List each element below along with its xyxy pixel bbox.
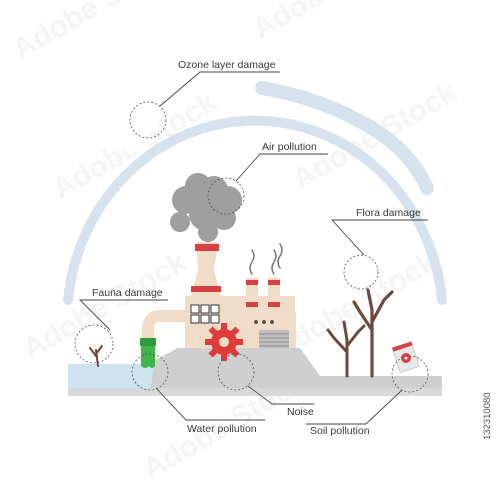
watermark-text: Adobe Stock: [7, 0, 183, 66]
gear-icon: [205, 323, 243, 361]
label-water-pollution: Water pollution: [187, 423, 257, 435]
stock-id: 132310080: [482, 392, 493, 440]
fauna-leader: [78, 299, 168, 331]
label-flora-damage: Flora damage: [356, 207, 421, 219]
toxic-discharge: [140, 338, 156, 368]
watermark-text: Adobe Stock: [17, 246, 193, 366]
ozone-layer-arc: [63, 115, 447, 305]
thin-smoke: [249, 243, 283, 275]
fauna-highlight: [74, 324, 114, 364]
label-air-pollution: Air pollution: [262, 141, 317, 153]
leader-lines: [78, 71, 428, 425]
factory-icon: [142, 242, 296, 348]
ozone-leader: [159, 71, 280, 107]
flora-highlight: [343, 254, 379, 290]
ozone-highlight: [129, 101, 167, 139]
watermark-pattern: Adobe Stock Adobe Stock Adobe Stock Adob…: [7, 0, 463, 486]
air-leader: [235, 153, 328, 182]
label-soil-pollution: Soil pollution: [310, 425, 370, 437]
highlight-circles: [74, 101, 429, 393]
flora-leader: [330, 219, 428, 256]
smoke-cloud-icon: [170, 173, 242, 242]
noise-highlight: [217, 353, 255, 391]
label-noise: Noise: [287, 406, 314, 418]
water-leader: [155, 387, 265, 421]
ground-base: [68, 388, 442, 396]
ozone-layer-segment: [255, 81, 434, 195]
soil-leader: [306, 389, 403, 425]
label-fauna-damage: Fauna damage: [92, 287, 163, 299]
label-ozone-layer-damage: Ozone layer damage: [178, 59, 276, 71]
watermark-text: Adobe Stock: [247, 0, 423, 46]
dead-bird-icon: [89, 345, 103, 367]
air-highlight: [207, 177, 245, 215]
radioactive-barrel-icon: [391, 340, 420, 374]
ozone-hole: [117, 116, 160, 155]
noise-leader: [247, 385, 314, 405]
water-highlight: [131, 353, 169, 391]
dead-tree-icon: [326, 288, 394, 378]
soil-highlight: [391, 355, 429, 393]
